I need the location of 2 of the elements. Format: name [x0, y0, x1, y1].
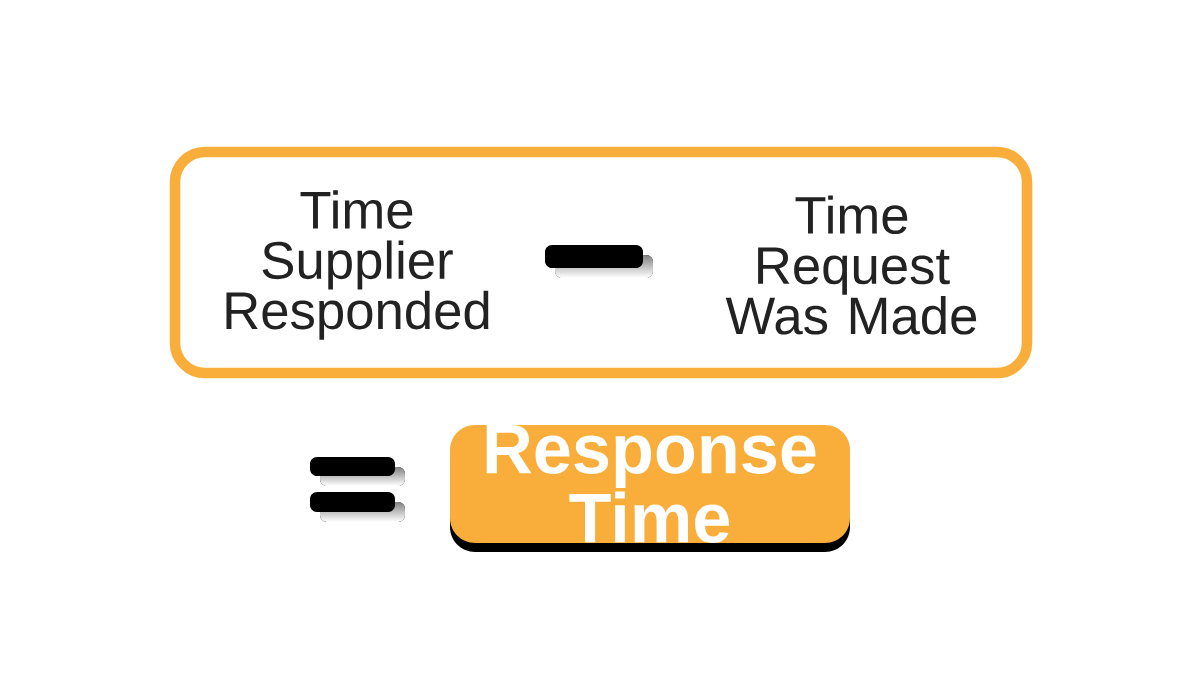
result-box: Response Time — [450, 424, 850, 552]
formula-box: Time Supplier Responded Time Request Was Made — [169, 146, 1033, 379]
